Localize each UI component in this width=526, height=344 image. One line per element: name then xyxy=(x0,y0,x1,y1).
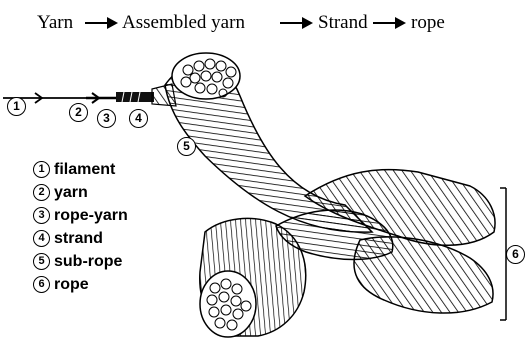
callout-rope-yarn: 3 xyxy=(97,109,116,128)
legend-number: 2 xyxy=(33,184,50,201)
callout-filament: 1 xyxy=(7,97,26,116)
legend-number: 5 xyxy=(33,253,50,270)
legend-number: 6 xyxy=(33,276,50,293)
legend-item: 4 strand xyxy=(33,227,193,250)
flow-step-yarn: Yarn xyxy=(37,12,73,34)
legend-label: strand xyxy=(54,230,103,248)
legend-label: yarn xyxy=(54,184,88,202)
legend-item: 2 yarn xyxy=(33,181,193,204)
legend-number: 1 xyxy=(33,161,50,178)
flow-arrow-icon xyxy=(280,16,313,30)
flow-arrow-icon xyxy=(85,16,118,30)
legend-label: sub-rope xyxy=(54,253,122,271)
callout-rope: 6 xyxy=(506,245,525,264)
legend-label: filament xyxy=(54,161,115,179)
legend-number: 3 xyxy=(33,207,50,224)
rope-yarn-bundle xyxy=(116,92,154,102)
legend-number: 4 xyxy=(33,230,50,247)
legend-item: 3 rope-yarn xyxy=(33,204,193,227)
legend-label: rope xyxy=(54,276,89,294)
legend-item: 1 filament xyxy=(33,158,193,181)
callout-yarn: 2 xyxy=(69,103,88,122)
flow-step-rope: rope xyxy=(411,12,445,34)
process-flow: Yarn Assembled yarn Strand rope xyxy=(0,6,526,42)
flow-step-assembled-yarn: Assembled yarn xyxy=(122,12,245,34)
callout-sub-rope: 5 xyxy=(177,137,196,156)
flow-step-strand: Strand xyxy=(318,12,368,34)
flow-arrow-icon xyxy=(373,16,406,30)
legend-item: 5 sub-rope xyxy=(33,250,193,273)
legend-item: 6 rope xyxy=(33,273,193,296)
legend: 1 filament 2 yarn 3 rope-yarn 4 strand 5… xyxy=(33,158,193,296)
legend-label: rope-yarn xyxy=(54,207,128,225)
yarn-line xyxy=(86,93,118,103)
callout-strand: 4 xyxy=(129,109,148,128)
